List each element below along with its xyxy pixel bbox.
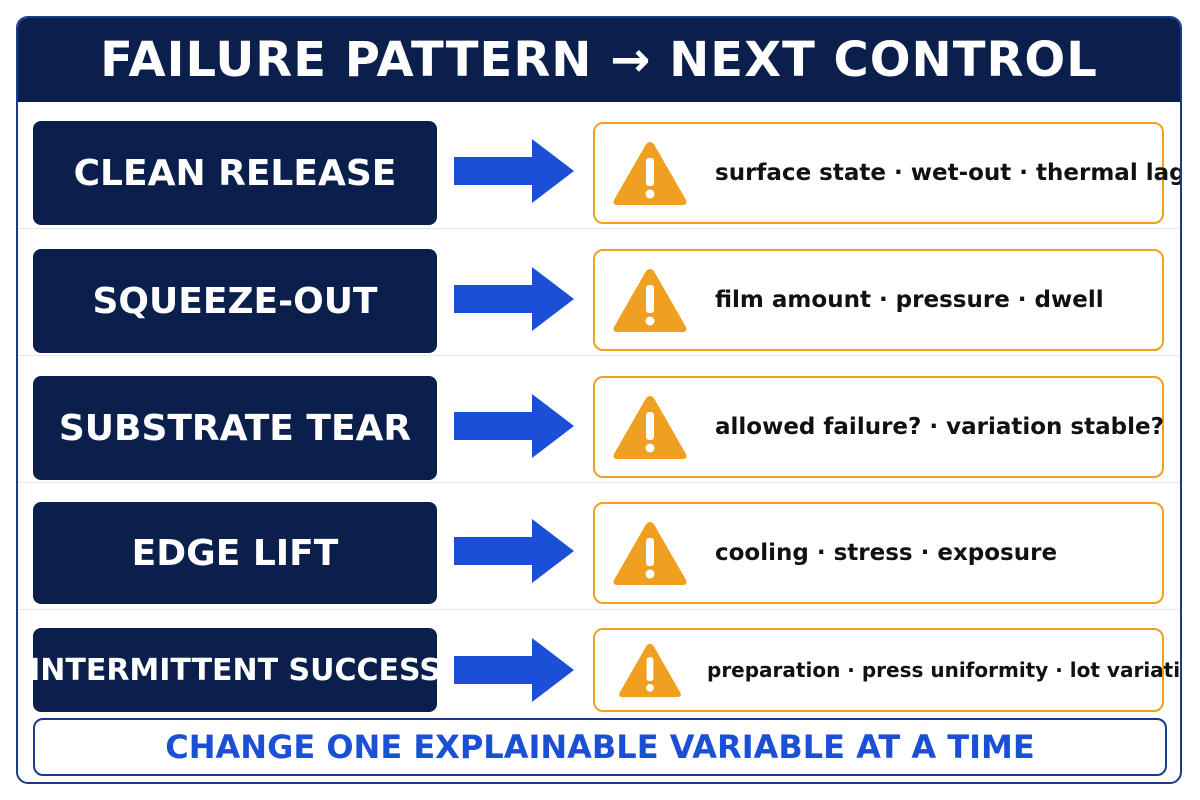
arrow-right-icon — [454, 519, 574, 583]
page-title: FAILURE PATTERN → NEXT CONTROL — [100, 32, 1098, 88]
pattern-box: EDGE LIFT — [33, 502, 437, 604]
control-box: allowed failure? · variation stable? — [593, 376, 1164, 478]
pattern-label: CLEAN RELEASE — [73, 152, 397, 194]
warning-icon — [613, 396, 687, 459]
control-text: surface state · wet-out · thermal lag — [715, 160, 1182, 186]
pattern-box: INTERMITTENT SUCCESS — [29, 628, 441, 712]
arrow-right-icon — [454, 394, 574, 458]
control-text: preparation · press uniformity · lot var… — [707, 658, 1182, 682]
pattern-row: INTERMITTENT SUCCESS preparation · press… — [18, 610, 1180, 720]
control-box: surface state · wet-out · thermal lag — [593, 122, 1180, 224]
pattern-row: SQUEEZE-OUT film amount · pressure · dwe… — [18, 229, 1180, 356]
control-box: film amount · pressure · dwell — [593, 249, 1164, 351]
pattern-label: INTERMITTENT SUCCESS — [29, 652, 441, 688]
arrow-right-icon — [454, 139, 574, 203]
pattern-row: SUBSTRATE TEAR allowed failure? · variat… — [18, 356, 1180, 483]
row-divider — [18, 355, 1180, 356]
arrow-right-icon — [454, 267, 574, 331]
footer-box: CHANGE ONE EXPLAINABLE VARIABLE AT A TIM… — [33, 718, 1167, 776]
pattern-label: SQUEEZE-OUT — [92, 280, 378, 322]
row-divider — [18, 609, 1180, 610]
pattern-label: SUBSTRATE TEAR — [58, 407, 412, 449]
control-box: cooling · stress · exposure — [593, 502, 1164, 604]
pattern-row: CLEAN RELEASE surface state · wet-out · … — [18, 102, 1180, 229]
pattern-box: CLEAN RELEASE — [33, 121, 437, 225]
row-divider — [18, 482, 1180, 483]
footer-text: CHANGE ONE EXPLAINABLE VARIABLE AT A TIM… — [165, 728, 1035, 766]
pattern-label: EDGE LIFT — [131, 532, 339, 574]
control-text: film amount · pressure · dwell — [715, 287, 1104, 313]
control-text: cooling · stress · exposure — [715, 540, 1058, 566]
row-divider — [18, 228, 1180, 229]
control-box: preparation · press uniformity · lot var… — [593, 628, 1180, 712]
diagram-frame: FAILURE PATTERN → NEXT CONTROL CLEAN REL… — [16, 16, 1182, 784]
warning-icon — [613, 269, 687, 332]
pattern-box: SQUEEZE-OUT — [33, 249, 437, 353]
arrow-right-icon — [454, 638, 574, 702]
pattern-row: EDGE LIFT cooling · stress · exposure — [18, 483, 1180, 610]
warning-icon — [613, 522, 687, 585]
warning-icon — [619, 643, 681, 698]
title-bar: FAILURE PATTERN → NEXT CONTROL — [18, 18, 1180, 102]
pattern-box: SUBSTRATE TEAR — [33, 376, 437, 480]
control-text: allowed failure? · variation stable? — [715, 414, 1164, 440]
warning-icon — [613, 142, 687, 205]
